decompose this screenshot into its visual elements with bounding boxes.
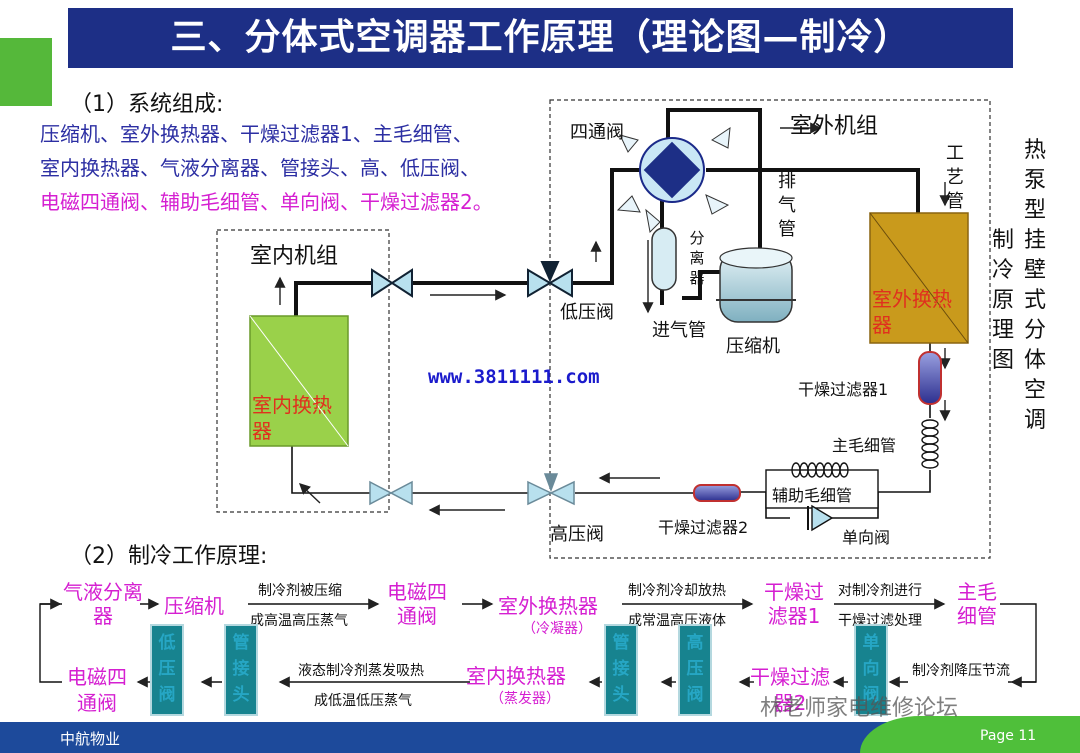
- website-url: www.3811111.com: [428, 366, 600, 388]
- pipe-indoor-to-low-valve: [294, 281, 372, 316]
- four-way-valve-label: 四通阀: [570, 122, 624, 143]
- block-check-valve: 单向阀: [854, 624, 888, 716]
- flow-note-dry-top: 对制冷剂进行: [838, 583, 922, 599]
- indoor-valve-top: [371, 268, 413, 298]
- intake-pipe-label: 进气管: [652, 320, 706, 341]
- aux-capillary-coil: [791, 462, 849, 478]
- four-way-valve-shape: [639, 137, 705, 203]
- indoor-unit-label: 室内机组: [250, 244, 339, 269]
- pipe-fourway-to-outdoor: [760, 168, 920, 215]
- compressor-label: 压缩机: [726, 336, 780, 357]
- side-label-principle: 制冷原理图: [991, 228, 1014, 373]
- outdoor-unit-label: 室外机组: [790, 114, 879, 139]
- outdoor-unit-box: [549, 99, 991, 559]
- flow-note-evap-top: 液态制冷剂蒸发吸热: [298, 663, 424, 679]
- flow-indoor-hx: 室内换热器: [466, 664, 566, 688]
- watermark-text: 林老师家电维修论坛: [760, 696, 959, 721]
- green-accent-tab: [0, 38, 52, 106]
- high-pressure-valve-shape: [527, 473, 575, 506]
- flow-note-evap-bottom: 成低温低压蒸气: [314, 693, 412, 709]
- main-capillary-coil: [921, 419, 939, 469]
- components-line-2: 室内换热器、气液分离器、管接头、高、低压阀、: [40, 156, 480, 180]
- dryer2-label: 干燥过滤器2: [658, 518, 749, 537]
- flow-dryer1: 干燥过滤器1: [764, 580, 824, 628]
- footer-green-wave: [860, 716, 1080, 753]
- dryer1-label: 干燥过滤器1: [798, 380, 889, 399]
- high-pressure-valve-label: 高压阀: [550, 524, 604, 545]
- low-pressure-valve-label: 低压阀: [560, 302, 614, 323]
- flow-compressor: 压缩机: [164, 594, 224, 618]
- flow-loop-left: [39, 603, 62, 683]
- outdoor-hx-label: 室外换热器: [872, 287, 952, 337]
- pipe-return-to-indoor: [291, 446, 372, 494]
- pipe-low-valve-to-fourway: [572, 168, 640, 285]
- flow-separator: 气液分离器: [63, 580, 143, 628]
- flow-note-compress-bottom: 成高温高压蒸气: [250, 613, 348, 629]
- indoor-hx-shape: [249, 315, 349, 447]
- aux-capillary-label: 辅助毛细管: [772, 486, 853, 505]
- flow-main-capillary: 主毛细管: [957, 580, 997, 628]
- footer-company: 中航物业: [60, 730, 121, 748]
- flow-outdoor-hx: 室外换热器: [498, 594, 598, 618]
- page-title: 三、分体式空调器工作原理（理论图—制冷）: [68, 8, 1013, 68]
- footer-page-number: Page 11: [980, 728, 1037, 744]
- flow-condenser: （冷凝器）: [522, 621, 592, 637]
- process-pipe-label: 工艺管: [946, 143, 964, 212]
- compressor-shape: [716, 247, 796, 323]
- flow-note-throttle: 制冷剂降压节流: [912, 663, 1010, 679]
- side-label-aircon-type: 热泵型挂壁式分体空调: [1023, 138, 1046, 433]
- block-pipe-joint-right: 管接头: [604, 624, 638, 716]
- main-capillary-label: 主毛细管: [832, 436, 897, 455]
- dryer2-shape: [693, 484, 741, 502]
- flow-solenoid-valve-bottom: 电磁四通阀: [67, 665, 127, 715]
- block-low-pressure-valve: 低压阀: [150, 624, 184, 716]
- indoor-unit-box: [216, 229, 390, 513]
- components-line-1: 压缩机、室外换热器、干燥过滤器1、主毛细管、: [40, 122, 473, 146]
- block-high-pressure-valve: 高压阀: [678, 624, 712, 716]
- flow-dryer2: 干燥过滤器2: [750, 665, 830, 715]
- outdoor-hx-shape: [869, 212, 969, 344]
- exhaust-pipe-label: 排气管: [778, 171, 796, 240]
- indoor-hx-label: 室内换热器: [252, 393, 332, 443]
- dryer1-shape: [918, 351, 942, 405]
- block-pipe-joint-left: 管接头: [224, 624, 258, 716]
- section2-heading: （2）制冷工作原理:: [70, 544, 268, 569]
- check-valve-label: 单向阀: [842, 528, 891, 547]
- indoor-valve-bottom: [369, 480, 413, 506]
- check-valve-shape: [807, 504, 834, 532]
- flow-solenoid-valve-top: 电磁四通阀: [387, 580, 447, 628]
- flow-note-compress-top: 制冷剂被压缩: [258, 583, 342, 599]
- components-line-3: 电磁四通阀、辅助毛细管、单向阀、干燥过滤器2。: [40, 190, 493, 214]
- separator-shape: [651, 227, 677, 291]
- low-pressure-valve-shape: [527, 261, 573, 298]
- separator-label: 分离器: [689, 229, 705, 287]
- flow-evaporator: （蒸发器）: [490, 691, 560, 707]
- section1-heading: （1）系统组成:: [70, 92, 224, 117]
- flow-note-cool-top: 制冷剂冷却放热: [628, 583, 726, 599]
